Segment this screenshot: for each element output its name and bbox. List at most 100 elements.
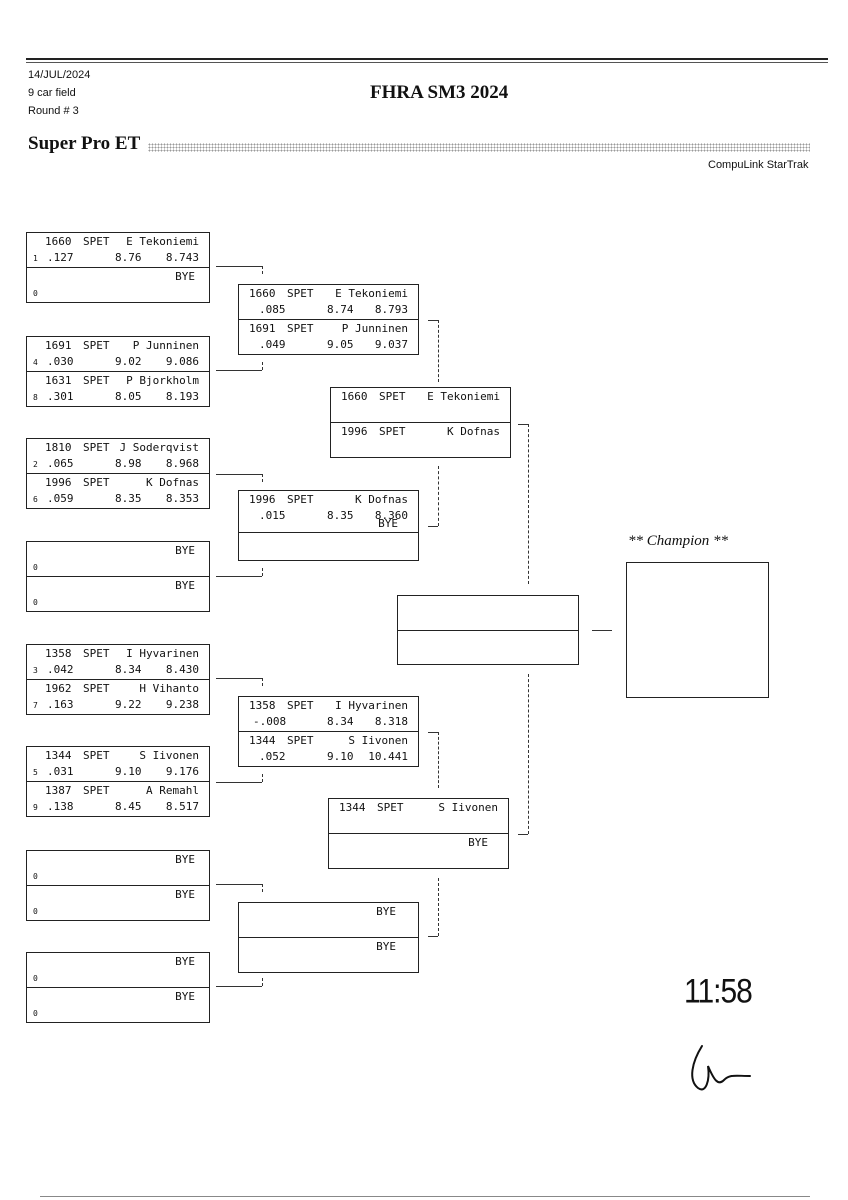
elapsed-time: 8.743 xyxy=(165,251,199,264)
seed-number: 0 xyxy=(33,563,38,572)
seed-number: 0 xyxy=(33,907,38,916)
car-number: 1996 xyxy=(341,425,368,438)
bracket-connector xyxy=(428,936,438,937)
car-number: 1962 xyxy=(45,682,72,695)
bracket-connector xyxy=(438,878,439,936)
car-class: SPET xyxy=(377,801,404,814)
dial-in: 9.02 xyxy=(115,355,142,368)
driver-name: P Junninen xyxy=(132,339,199,352)
dial-in: 8.45 xyxy=(115,800,142,813)
bracket-connector xyxy=(528,424,529,584)
reaction-time: .030 xyxy=(47,355,74,368)
car-number: 1660 xyxy=(249,287,276,300)
elapsed-time: 8.353 xyxy=(165,492,199,505)
bracket-slot: BYE 0 xyxy=(27,542,209,576)
dial-in: 8.34 xyxy=(327,715,354,728)
reaction-time: .065 xyxy=(47,457,74,470)
dial-in: 8.35 xyxy=(115,492,142,505)
seed-number: 0 xyxy=(33,974,38,983)
bye-label: BYE xyxy=(175,888,195,901)
car-class: SPET xyxy=(83,647,110,660)
driver-name: E Tekoniemi xyxy=(335,287,408,300)
driver-name: P Bjorkholm xyxy=(126,374,199,387)
driver-name: S Iivonen xyxy=(348,734,408,747)
bracket-connector xyxy=(216,884,262,885)
champion-box xyxy=(626,562,769,698)
reaction-time: .301 xyxy=(47,390,74,403)
signature-icon xyxy=(691,1045,751,1091)
seed-number: 7 xyxy=(33,701,38,710)
bracket-slot: BYE 0 xyxy=(27,267,209,302)
bracket-connector xyxy=(216,266,262,267)
bracket-slot: BYE xyxy=(239,517,418,559)
bracket-connector xyxy=(216,370,262,371)
elapsed-time: 8.193 xyxy=(165,390,199,403)
bye-label: BYE xyxy=(175,544,195,557)
final-match xyxy=(397,595,579,665)
bracket-connector xyxy=(262,568,263,576)
seed-number: 0 xyxy=(33,289,38,298)
event-title: FHRA SM3 2024 xyxy=(370,82,509,103)
car-number: 1358 xyxy=(249,699,276,712)
seed-number: 8 xyxy=(33,393,38,402)
bottom-rule xyxy=(40,1196,810,1197)
bracket-connector xyxy=(262,884,263,892)
bracket-connector xyxy=(216,782,262,783)
bracket-connector xyxy=(428,732,438,733)
round2-match: BYE BYE xyxy=(238,902,419,973)
seed-number: 1 xyxy=(33,254,38,263)
driver-name: S Iivonen xyxy=(139,749,199,762)
bracket-connector xyxy=(438,466,439,526)
bye-label: BYE xyxy=(175,955,195,968)
bracket-connector xyxy=(518,424,528,425)
dotted-leader xyxy=(148,143,810,152)
elapsed-time: 8.793 xyxy=(374,303,408,316)
field-size: 9 car field xyxy=(28,87,76,99)
car-number: 1660 xyxy=(341,390,368,403)
bracket-connector xyxy=(518,834,528,835)
top-rule-thin xyxy=(26,62,828,63)
seed-number: 4 xyxy=(33,358,38,367)
car-class: SPET xyxy=(379,425,406,438)
driver-name: A Remahl xyxy=(146,784,199,797)
top-rule xyxy=(26,58,828,60)
car-number: 1996 xyxy=(45,476,72,489)
elapsed-time: 8.968 xyxy=(165,457,199,470)
seed-number: 3 xyxy=(33,666,38,675)
reaction-time: .049 xyxy=(259,338,286,351)
bye-label: BYE xyxy=(376,905,396,918)
bracket-slot: BYE xyxy=(239,937,418,972)
car-class: SPET xyxy=(83,476,110,489)
car-number: 1691 xyxy=(249,322,276,335)
driver-name: S Iivonen xyxy=(438,801,498,814)
dial-in: 8.98 xyxy=(115,457,142,470)
elapsed-time: 8.318 xyxy=(374,715,408,728)
reaction-time: .031 xyxy=(47,765,74,778)
driver-name: I Hyvarinen xyxy=(335,699,408,712)
dial-in: 9.10 xyxy=(115,765,142,778)
car-class: SPET xyxy=(83,235,110,248)
bracket-slot: BYE 0 xyxy=(27,987,209,1022)
bye-label: BYE xyxy=(376,940,396,953)
driver-name: K Dofnas xyxy=(355,493,408,506)
reaction-time: .052 xyxy=(259,750,286,763)
bracket-connector xyxy=(216,986,262,987)
car-number: 1344 xyxy=(249,734,276,747)
bracket-connector xyxy=(262,474,263,482)
reaction-time: .085 xyxy=(259,303,286,316)
elapsed-time: 8.360 xyxy=(374,509,408,522)
elapsed-time: 8.430 xyxy=(165,663,199,676)
bracket-connector xyxy=(428,526,438,527)
dial-in: 9.22 xyxy=(115,698,142,711)
seed-number: 6 xyxy=(33,495,38,504)
